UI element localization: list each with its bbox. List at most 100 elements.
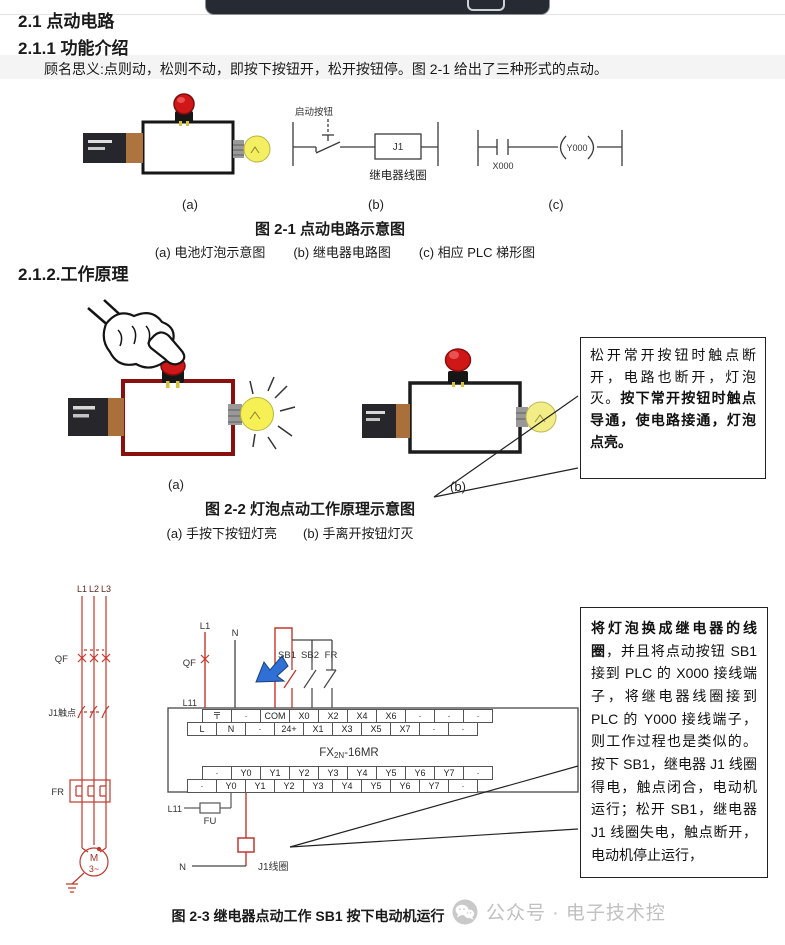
- terminal-cell: ·: [434, 709, 464, 723]
- fig1-c-label: (c): [548, 197, 563, 212]
- phase-l3-label: L3: [101, 584, 111, 594]
- terminal-cell: Y0: [231, 766, 261, 780]
- terminal-cell: X4: [347, 709, 377, 723]
- fuse-fu-icon: [199, 802, 221, 814]
- terminal-cell: ·: [202, 766, 232, 780]
- callout-fig3: 将灯泡换成继电器的线圈，并且将点动按钮 SB1 接到 PLC 的 X000 接线…: [580, 607, 768, 878]
- qf-label: QF: [55, 654, 68, 665]
- phase-l1-label: L1: [77, 584, 87, 594]
- phase-l2-label: L2: [89, 584, 99, 594]
- coil-y000-label: Y000: [566, 143, 587, 153]
- n-bottom-label: N: [179, 862, 186, 873]
- start-button-label: 启动按钮: [295, 106, 334, 118]
- terminal-cell: ·: [448, 779, 478, 793]
- fig1-sub-c: (c) 相应 PLC 梯形图: [418, 245, 536, 260]
- terminal-cell: Y1: [245, 779, 275, 793]
- three-phase-motor-diagram: L1 L2 L3 QF J1触点 FR M 3~: [48, 584, 111, 893]
- bulb-base-icon: [516, 407, 528, 427]
- terminal-cell: ·: [463, 709, 493, 723]
- callout-pointer-lines: [289, 765, 579, 848]
- watermark-text: 公众号 · 电子技术控: [486, 903, 666, 924]
- terminal-cell: Y5: [376, 766, 406, 780]
- watermark: 公众号 · 电子技术控: [452, 898, 666, 925]
- terminal-cell: Y0: [216, 779, 246, 793]
- bulb-base-icon: [228, 404, 242, 425]
- fig2-note-bold: 按下常开按钮时触点导通，使电路接通，灯泡点亮。: [590, 390, 757, 450]
- terminal-cell: Y3: [318, 766, 348, 780]
- terminal-cell: Y4: [332, 779, 362, 793]
- terminal-cell: 24+: [274, 722, 304, 736]
- fig2-a-label: (a): [168, 477, 184, 492]
- hand-icon: [87, 299, 186, 369]
- callout-pointer-lines: [433, 395, 579, 498]
- fig3-note-bold: 将灯泡换成继电器的线圈: [591, 620, 757, 659]
- terminal-cell: ·: [463, 766, 493, 780]
- terminal-cell: Y7: [434, 766, 464, 780]
- plc-ladder-diagram: Y000 X000 (c): [477, 130, 623, 212]
- terminal-cell: Y6: [390, 779, 420, 793]
- thermal-relay-fr-box: [69, 779, 111, 803]
- terminal-cell: X5: [361, 722, 391, 736]
- terminal-cell: X7: [390, 722, 420, 736]
- relay-coil-label: 继电器线圈: [369, 168, 427, 182]
- figure-2-2-subcaption: (a) 手按下按钮灯亮 (b) 手离开按钮灯灭: [0, 523, 580, 542]
- figure-2-1: (a) 启动按钮 J1 继电器线圈 (b): [83, 93, 623, 212]
- terminal-cell: ·: [187, 779, 217, 793]
- fig2-sub-b: (b) 手离开按钮灯灭: [303, 526, 414, 541]
- cursor-arrow-icon: [255, 655, 289, 683]
- figure-2-2: (a) (b): [68, 299, 579, 498]
- terminal-cell: X2: [318, 709, 348, 723]
- terminal-cell: ·: [231, 709, 261, 723]
- mid-qf-label: QF: [183, 658, 196, 669]
- terminal-cell: Y7: [419, 779, 449, 793]
- top-bar-button[interactable]: [467, 0, 505, 11]
- push-button-icon: [175, 111, 193, 123]
- terminal-cell: Y4: [347, 766, 377, 780]
- fig1-b-label: (b): [368, 197, 384, 212]
- fig1-a-label: (a): [182, 197, 198, 212]
- l11-bottom-label: L11: [168, 804, 182, 814]
- motor-icon: [79, 847, 109, 877]
- terminal-cell: N: [216, 722, 246, 736]
- intro-text: 顾名思义:点则动，松则不动，即按下按钮开，松开按钮停。图 2-1 给出了三种形式…: [44, 61, 608, 77]
- terminal-cell: Y1: [260, 766, 290, 780]
- pressed-circuit-a: (a): [68, 299, 296, 492]
- terminal-cell: 〒: [202, 709, 232, 723]
- contact-x000-label: X000: [492, 161, 513, 171]
- sb1-switch: [283, 640, 297, 709]
- fr-label: FR: [51, 787, 64, 798]
- mid-l11-label: L11: [183, 698, 197, 708]
- terminal-cell: ·: [245, 722, 275, 736]
- motor-phase-label: 3~: [89, 864, 99, 874]
- fig2-note-plain: 松开常开按钮时触点断开，电路也断开，灯泡灭。: [590, 347, 756, 407]
- terminal-cell: COM: [260, 709, 290, 723]
- relay-circuit-diagram: 启动按钮 J1 继电器线圈 (b): [292, 106, 439, 212]
- fig2-sub-a: (a) 手按下按钮灯亮: [166, 526, 277, 541]
- plc-model-label: FX2N-16MR: [319, 747, 378, 760]
- motor-m-label: M: [90, 853, 98, 864]
- figure-2-1-caption: 图 2-1 点动电路示意图: [254, 221, 405, 238]
- released-circuit-b: (b): [362, 348, 557, 494]
- terminal-cell: Y6: [405, 766, 435, 780]
- terminal-cell: Y2: [274, 779, 304, 793]
- terminal-cell: X1: [303, 722, 333, 736]
- bulb-base-icon: [233, 140, 244, 158]
- mid-n-label: N: [232, 628, 239, 639]
- heading-2-1-2: 2.1.2.工作原理: [18, 265, 129, 284]
- sb2-label: SB2: [301, 650, 319, 661]
- battery-bulb-circuit-small: (a): [83, 93, 271, 212]
- terminal-cell: ·: [405, 709, 435, 723]
- sb1-label: SB1: [278, 650, 296, 661]
- terminal-cell: X0: [289, 709, 319, 723]
- fu-label: FU: [204, 816, 217, 827]
- relay-j1-label: J1: [393, 142, 404, 153]
- light-rays-icon: [249, 376, 296, 450]
- mid-fr-label: FR: [325, 650, 338, 661]
- fig1-sub-b: (b) 继电器电路图: [293, 245, 391, 260]
- terminal-cell: Y2: [289, 766, 319, 780]
- j1-contacts-label: J1触点: [48, 707, 76, 718]
- terminal-cell: Y5: [361, 779, 391, 793]
